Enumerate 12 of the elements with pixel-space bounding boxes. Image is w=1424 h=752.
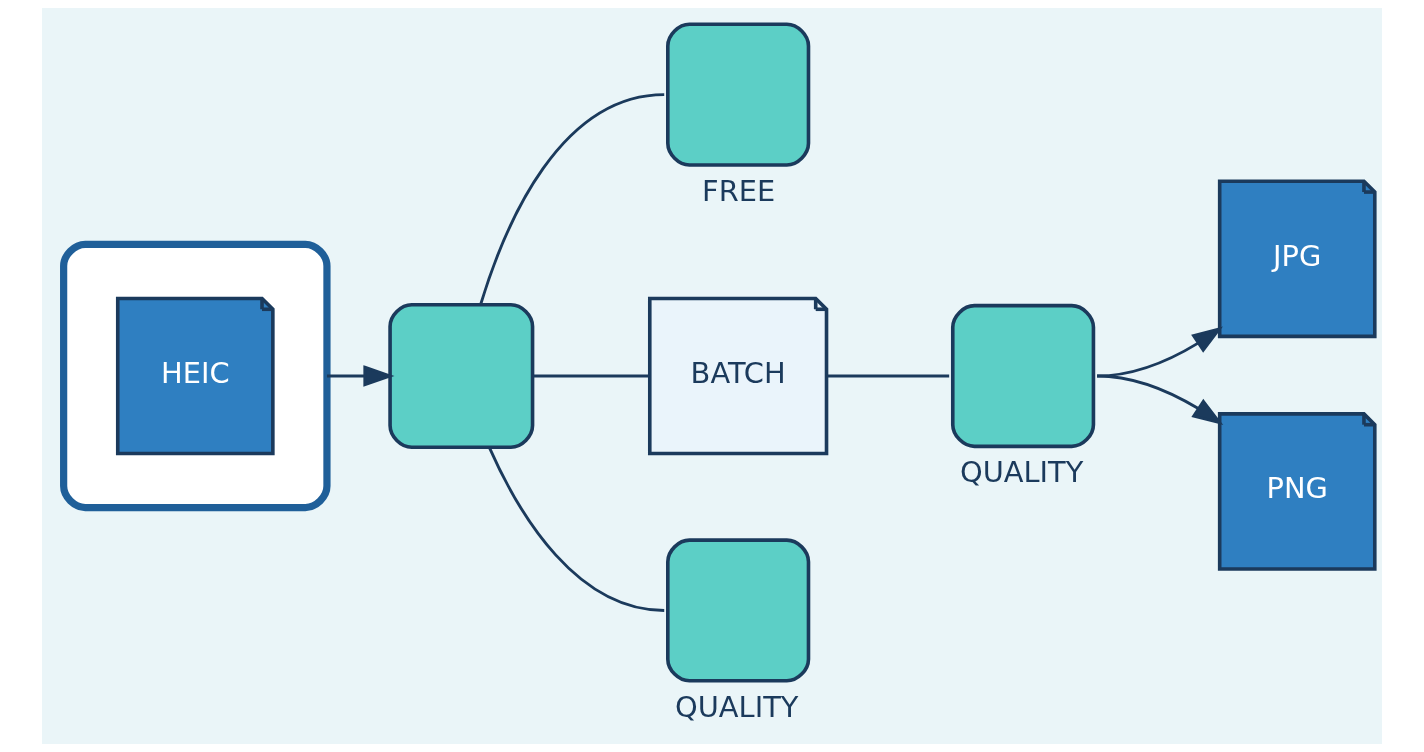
connector [826,374,950,378]
arrow [326,365,395,387]
node-label: FREE [702,173,776,208]
cluster [60,240,331,512]
node-label: QUALITY [675,689,799,724]
arrow [1097,326,1223,378]
connector [479,93,665,305]
arrow [1097,374,1224,426]
connector [488,447,665,612]
node-label: QUALITY [959,455,1084,490]
connector [532,374,650,378]
node-box [388,302,535,450]
